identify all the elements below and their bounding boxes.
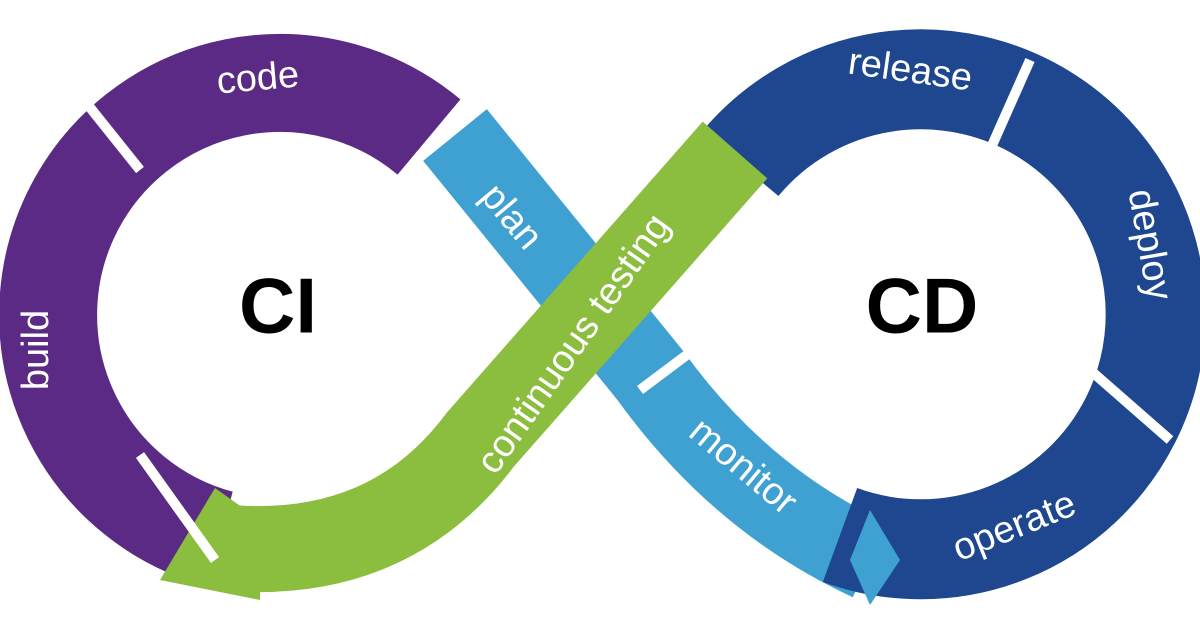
cd-title: CD <box>866 262 979 350</box>
monitor-arrowhead <box>850 510 900 605</box>
ci-ring <box>0 33 461 587</box>
continuous-testing-arrowhead <box>160 488 260 600</box>
plan-monitor-band <box>423 109 888 598</box>
stage-code: code <box>215 54 301 103</box>
segment-separators <box>76 57 1174 563</box>
stage-build: build <box>15 310 57 390</box>
cd-ring <box>701 29 1200 600</box>
continuous-testing-band <box>226 121 768 593</box>
ci-title: CI <box>239 262 317 350</box>
